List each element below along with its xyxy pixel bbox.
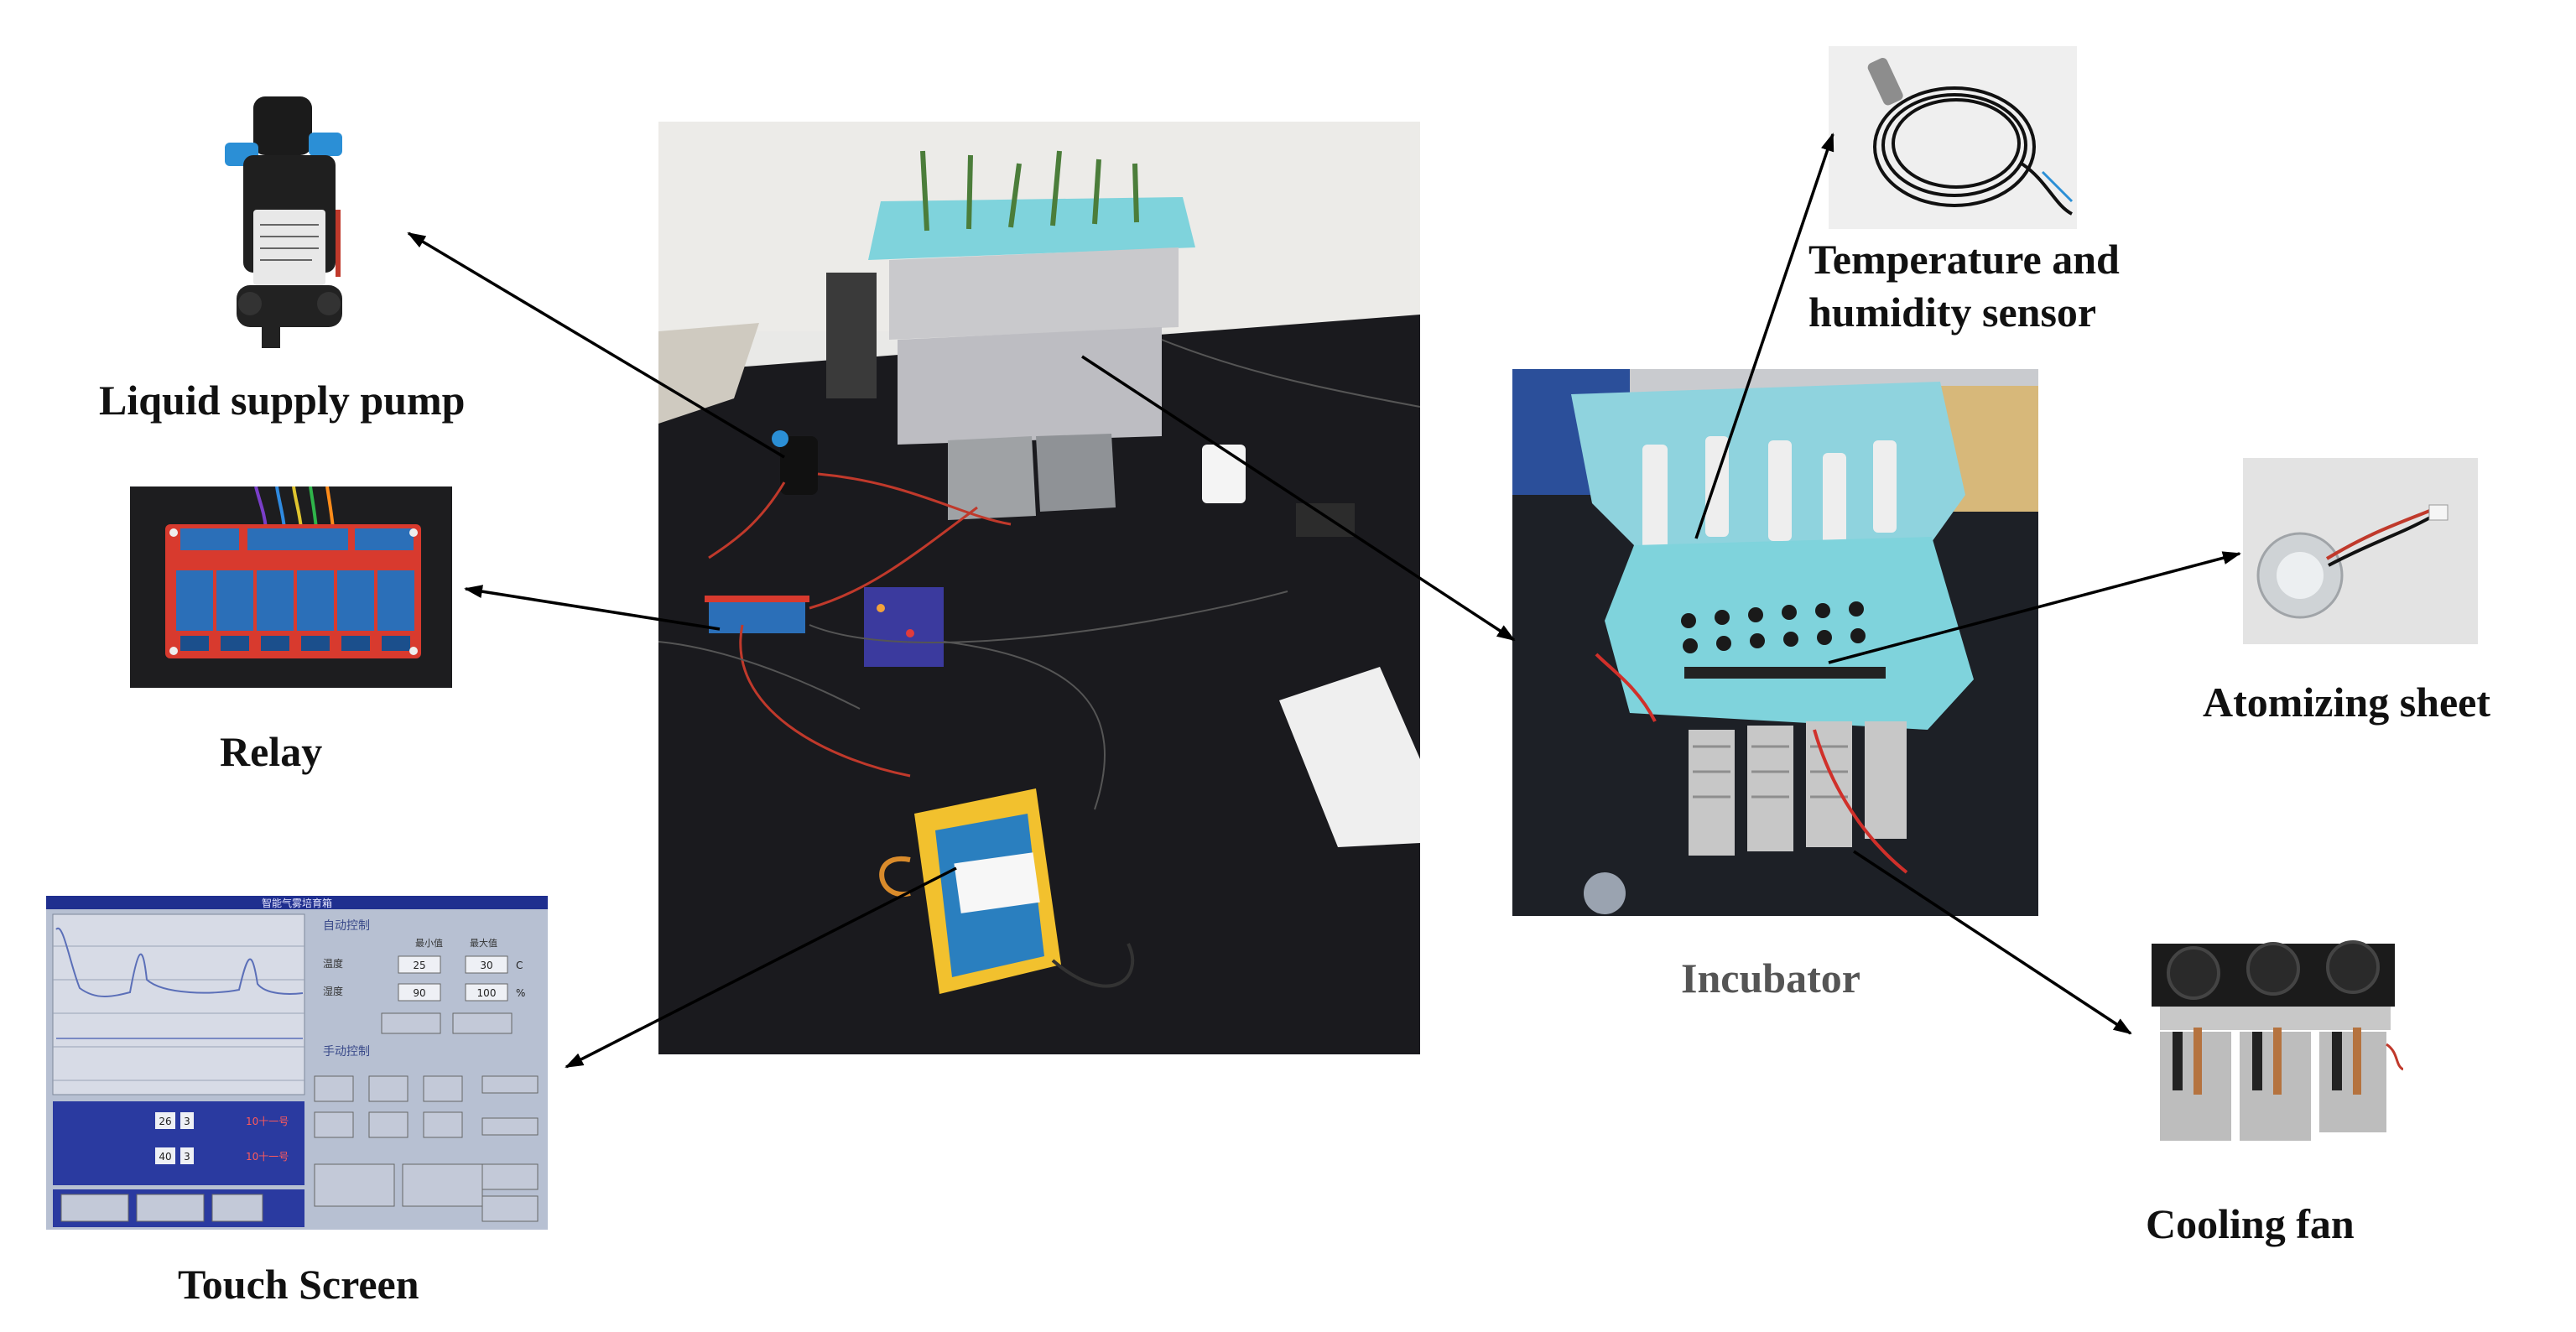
ts-manual-title: 手动控制	[323, 1045, 370, 1059]
sensor-illustration	[1867, 58, 2074, 216]
ts-auto-title: 自动控制	[323, 919, 370, 933]
pump-photo	[210, 84, 369, 352]
ts-temp-read2: 3	[184, 1116, 190, 1127]
touch-screen-photo: 智能气雾培育箱 自动控制 最小值 最大值 温度 湿度 25 30 90 100 …	[46, 896, 548, 1230]
ts-hum-read: 40	[159, 1151, 171, 1163]
center-setup-photo	[658, 122, 1420, 1054]
label-relay: Relay	[220, 728, 323, 775]
ts-header: 智能气雾培育箱	[262, 897, 332, 909]
ts-temp-max: 30	[480, 960, 492, 971]
label-liquid-supply-pump: Liquid supply pump	[99, 377, 466, 424]
incubator-photo	[1512, 369, 2038, 916]
ts-temp-min: 25	[413, 960, 425, 971]
ts-hum-max: 100	[477, 987, 497, 999]
relay-photo	[130, 486, 452, 688]
touch-screen-illustration: 智能气雾培育箱 自动控制 最小值 最大值 温度 湿度 25 30 90 100 …	[46, 896, 548, 1227]
ts-status-1: 10十一号	[246, 1116, 289, 1127]
sensor-photo	[1829, 46, 2077, 229]
arrow-to-pump	[407, 232, 785, 459]
arrow-to-touch-screen	[565, 866, 957, 1069]
arrow-to-sensor	[1694, 133, 1834, 539]
center-setup-illustration	[658, 122, 1420, 1054]
relay-illustration	[165, 486, 421, 658]
pump-illustration	[225, 96, 342, 348]
arrow-to-atomizer	[1828, 551, 2241, 664]
cooling-fan-photo	[2143, 927, 2403, 1162]
incubator-illustration	[1512, 369, 2038, 914]
cooling-fan-illustration	[2152, 940, 2403, 1141]
ts-col-min: 最小值	[415, 938, 443, 949]
ts-unit-c: C	[516, 960, 523, 971]
arrow-to-relay	[464, 585, 721, 631]
label-atomizing-sheet: Atomizing sheet	[2203, 679, 2490, 726]
atomizer-illustration	[2256, 504, 2449, 619]
label-incubator: Incubator	[1681, 955, 1860, 1002]
ts-col-max: 最大值	[470, 937, 497, 949]
label-cooling-fan: Cooling fan	[2146, 1200, 2355, 1247]
atomizer-photo	[2243, 458, 2478, 644]
ts-row-hum: 湿度	[323, 985, 343, 997]
ts-hum-read2: 3	[184, 1151, 190, 1163]
ts-hum-min: 90	[413, 987, 425, 999]
ts-unit-pct: %	[516, 987, 525, 999]
label-touch-screen: Touch Screen	[178, 1261, 419, 1308]
ts-status-2: 10十一号	[246, 1151, 289, 1163]
ts-row-temp: 温度	[323, 957, 343, 970]
label-sensor-line-1: Temperature and	[1808, 236, 2120, 283]
arrow-to-cooling-fan	[1853, 850, 2132, 1035]
arrow-to-incubator	[1081, 355, 1516, 642]
label-temperature-humidity-sensor: Temperature and humidity sensor	[1808, 233, 2120, 338]
label-sensor-line-2: humidity sensor	[1808, 288, 2097, 336]
ts-temp-read: 26	[159, 1116, 171, 1127]
